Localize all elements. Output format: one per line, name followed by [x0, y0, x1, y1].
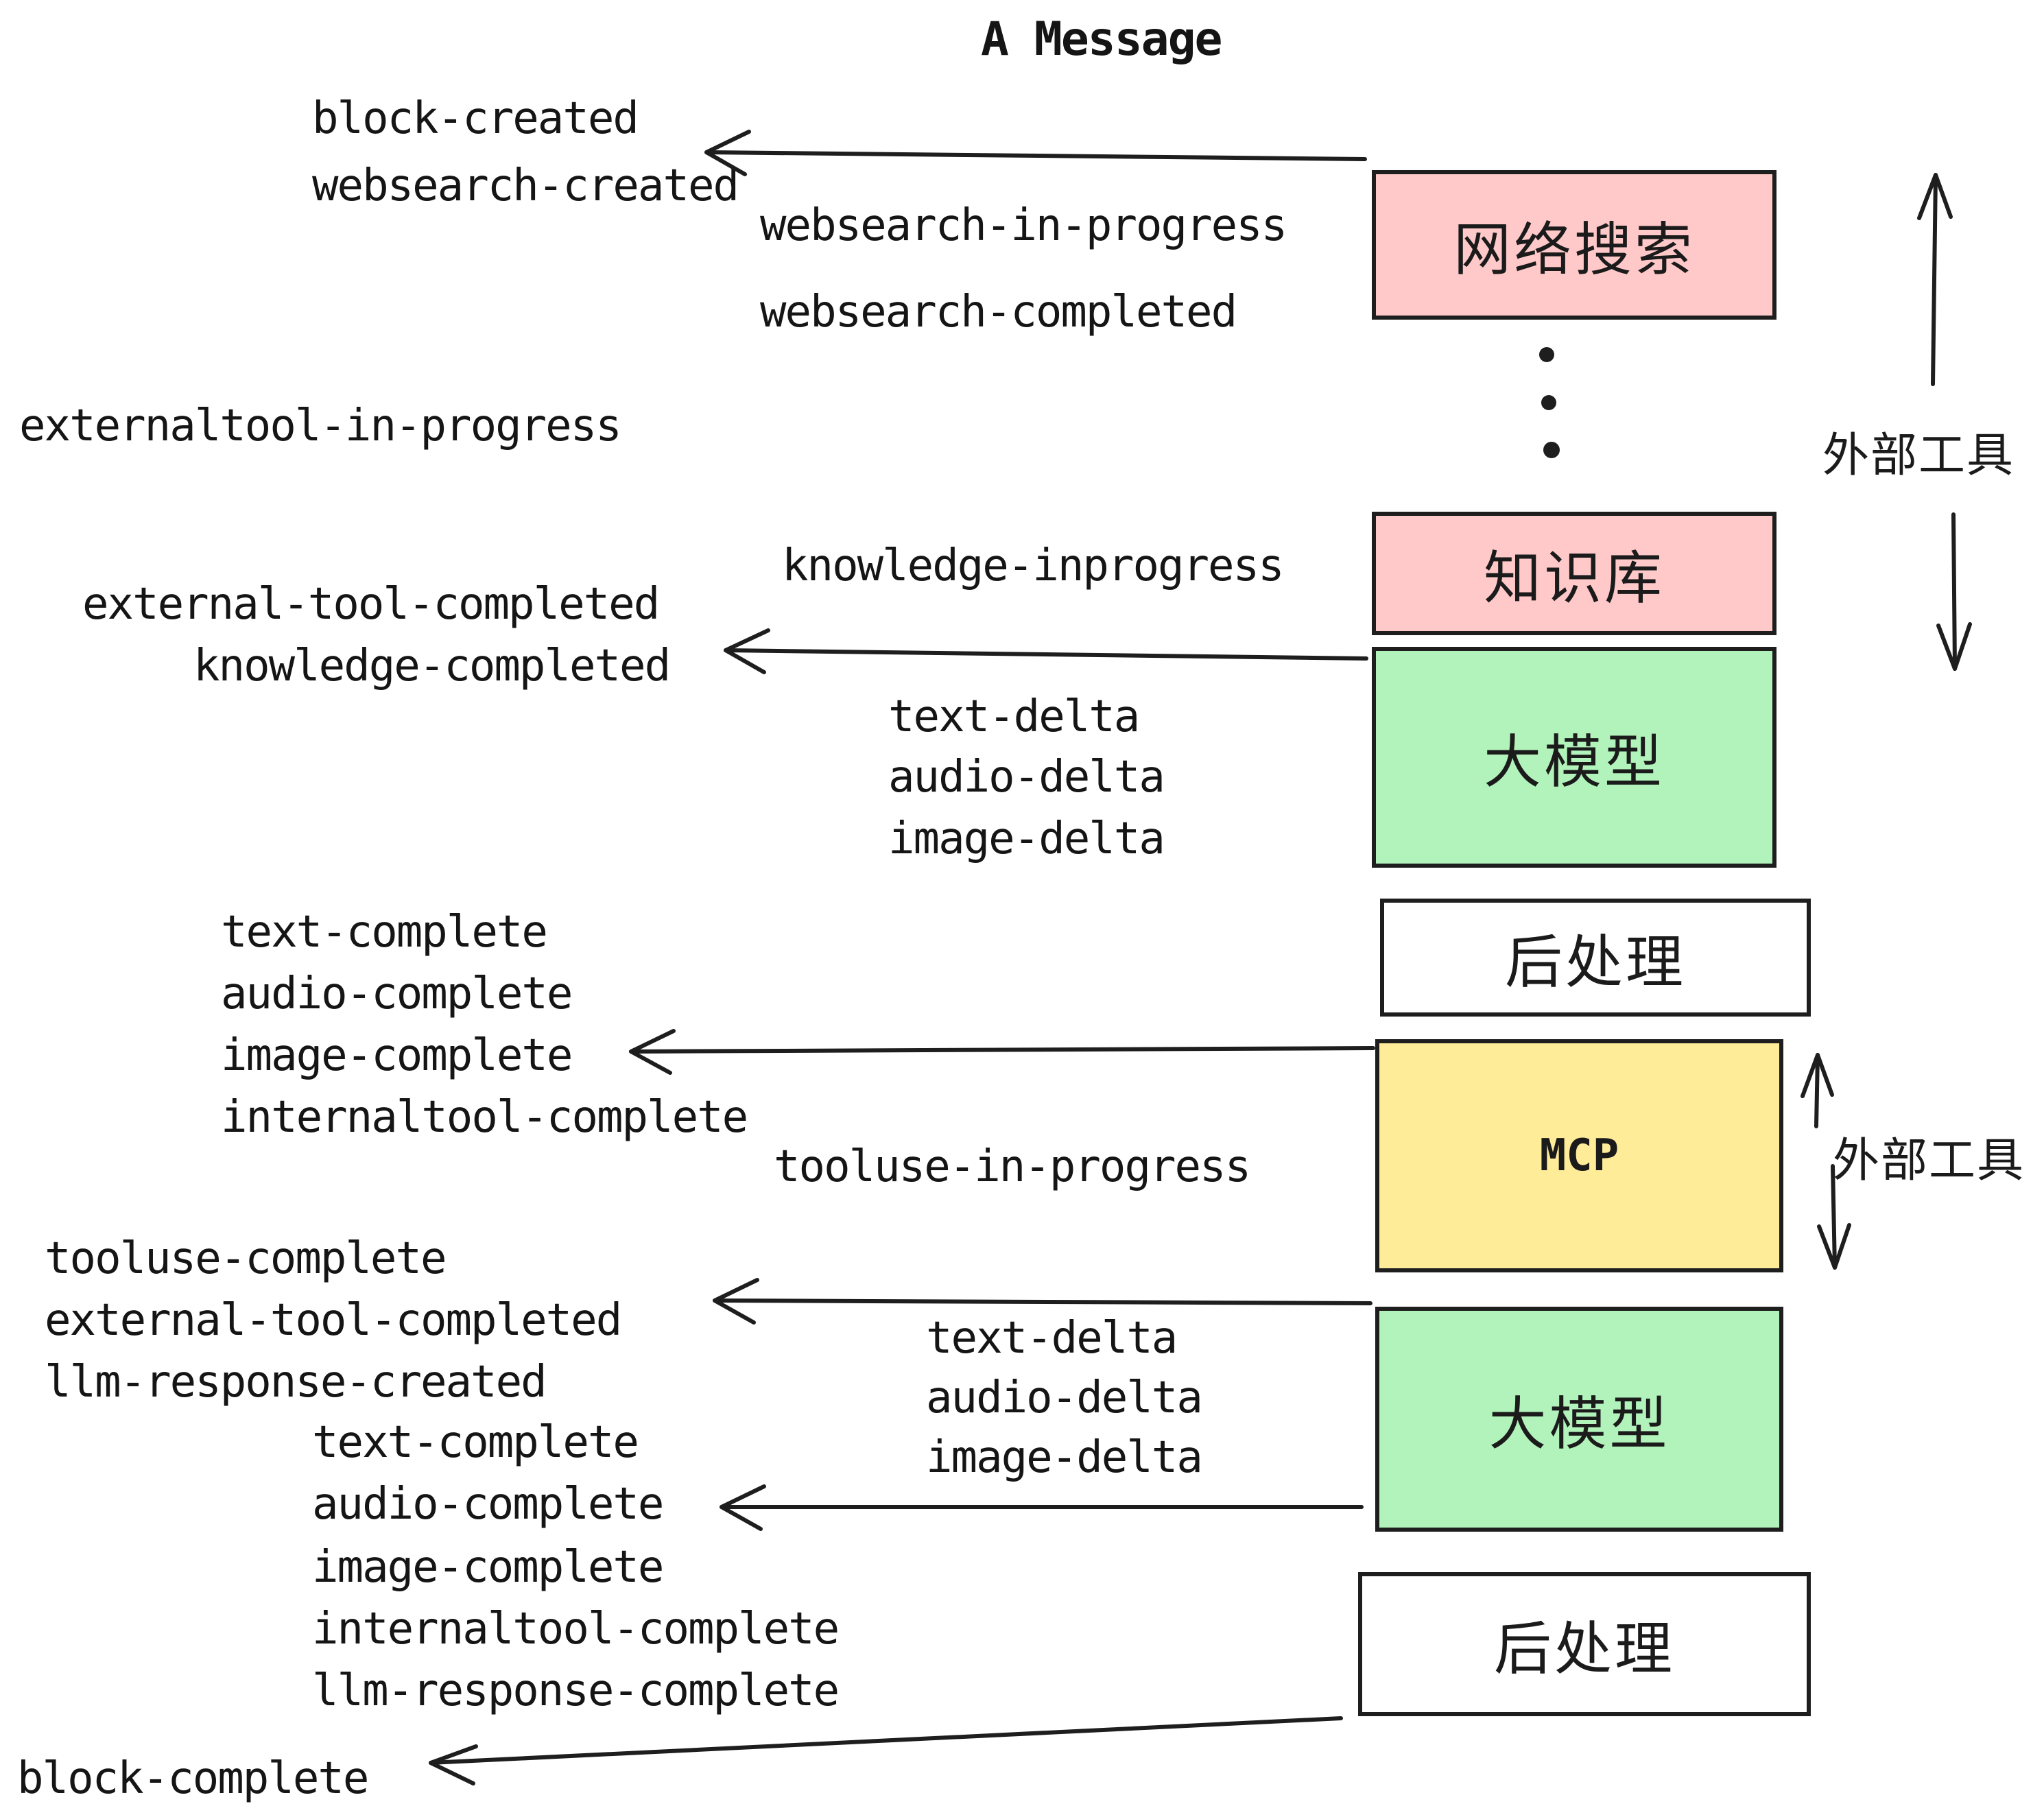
event-knowledge-inprogress: knowledge-inprogress — [782, 541, 1285, 591]
arrow-block-complete — [429, 1716, 1343, 1785]
event-audio-complete-2: audio-complete — [312, 1479, 664, 1530]
event-externaltool-in-progress: externaltool-in-progress — [19, 401, 622, 451]
arrow-websearch-created — [704, 130, 1367, 176]
box-postprocess-1: 后处理 — [1380, 899, 1811, 1017]
arrow-image-complete — [629, 1029, 1375, 1075]
arrow-audio-complete — [720, 1484, 1364, 1531]
box-postprocess-2: 后处理 — [1358, 1572, 1811, 1716]
external-tools-label-top: 外部工具 — [1822, 429, 2015, 482]
event-block-complete: block-complete — [17, 1753, 369, 1804]
box-websearch-label: 网络搜索 — [1453, 217, 1695, 282]
box-postprocess-2-label: 后处理 — [1493, 1616, 1675, 1681]
event-websearch-created: websearch-created — [312, 161, 739, 211]
box-websearch: 网络搜索 — [1372, 170, 1776, 320]
event-websearch-in-progress: websearch-in-progress — [760, 200, 1287, 251]
event-knowledge-completed: knowledge-completed — [193, 641, 671, 691]
event-audio-delta-2: audio-delta — [926, 1373, 1203, 1423]
event-tooluse-in-progress: tooluse-in-progress — [774, 1141, 1251, 1192]
event-block-created: block-created — [312, 93, 639, 144]
box-llm-1: 大模型 — [1372, 647, 1776, 868]
event-audio-complete-1: audio-complete — [221, 969, 573, 1019]
event-tooluse-complete: tooluse-complete — [45, 1233, 447, 1284]
box-llm-2: 大模型 — [1375, 1307, 1783, 1532]
arrow-knowledge-completed — [724, 628, 1368, 674]
event-image-complete-2: image-complete — [312, 1542, 664, 1593]
event-text-delta-1: text-delta — [888, 691, 1140, 742]
box-llm-2-label: 大模型 — [1488, 1391, 1670, 1456]
box-postprocess-1-label: 后处理 — [1504, 929, 1686, 995]
event-text-delta-2: text-delta — [926, 1313, 1178, 1364]
box-knowledge: 知识库 — [1372, 512, 1776, 635]
event-llm-response-created: llm-response-created — [45, 1357, 547, 1408]
box-mcp: MCP — [1375, 1039, 1783, 1272]
box-mcp-label: MCP — [1539, 1130, 1619, 1181]
box-knowledge-label: 知识库 — [1483, 545, 1665, 610]
event-image-complete-1: image-complete — [221, 1030, 573, 1081]
event-audio-delta-1: audio-delta — [888, 752, 1165, 803]
event-internaltool-complete-2: internaltool-complete — [312, 1604, 840, 1654]
event-image-delta-1: image-delta — [888, 814, 1165, 864]
event-text-complete-2: text-complete — [312, 1417, 639, 1468]
external-tools-label-bottom: 外部工具 — [1833, 1135, 2025, 1187]
event-external-tool-completed-1: external-tool-completed — [82, 579, 660, 630]
event-internaltool-complete-1: internaltool-complete — [221, 1092, 748, 1143]
event-image-delta-2: image-delta — [926, 1432, 1203, 1483]
event-llm-response-complete: llm-response-complete — [312, 1665, 840, 1716]
diagram-title: A Message — [981, 12, 1222, 67]
ellipsis-dots — [1539, 347, 1560, 458]
event-external-tool-completed-2: external-tool-completed — [45, 1295, 622, 1346]
event-text-complete-1: text-complete — [221, 907, 548, 958]
box-llm-1-label: 大模型 — [1483, 729, 1665, 794]
event-websearch-completed: websearch-completed — [760, 287, 1237, 337]
